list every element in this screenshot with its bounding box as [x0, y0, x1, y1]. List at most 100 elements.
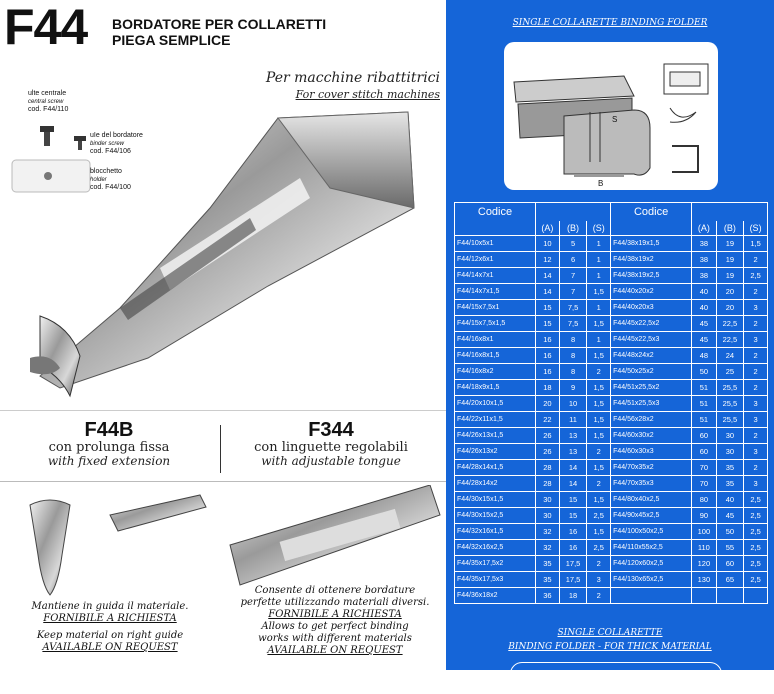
table-cell: 16 [558, 539, 588, 556]
table-cell: F44/16x8x1 [454, 331, 536, 348]
table-cell: 26 [535, 427, 560, 444]
table-cell: 1 [586, 251, 612, 268]
table-cell: 10 [558, 395, 588, 412]
table-cell: 11 [558, 411, 588, 428]
table-cell: F44/30x15x1,5 [454, 491, 536, 508]
table-cell: 17,5 [558, 571, 588, 588]
table-cell: F44/70x35x3 [610, 475, 693, 492]
table-cell: F44/120x60x2,5 [610, 555, 693, 572]
table-cell: 1,5 [586, 347, 612, 364]
table-cell: 45 [691, 331, 717, 348]
table-cell: 38 [691, 235, 717, 252]
table-cell: F44/35x17,5x2 [454, 555, 536, 572]
table-cell: 16 [535, 347, 560, 364]
table-cell: F44/15x7,5x1,5 [454, 315, 536, 332]
table-cell: 19 [715, 235, 745, 252]
table-cell: 7 [558, 283, 588, 300]
table-cell: 2,5 [586, 507, 612, 524]
table-cell: 2,5 [743, 491, 768, 508]
table-cell: 100 [691, 523, 717, 540]
table-cell: 26 [535, 443, 560, 460]
table-cell: F44/45x22,5x2 [610, 315, 693, 332]
table-cell: F44/36x18x2 [454, 587, 536, 604]
table-cell: 12 [535, 251, 560, 268]
technical-diagram: S B [504, 42, 718, 190]
bottom-diagram-box [510, 662, 722, 694]
table-cell: 15 [558, 507, 588, 524]
table-cell: 60 [715, 555, 745, 572]
table-cell: 30 [535, 491, 560, 508]
table-cell: F44/38x19x2,5 [610, 267, 693, 284]
table-cell: 7,5 [558, 299, 588, 316]
table-cell: 8 [558, 331, 588, 348]
table-cell: 1 [586, 299, 612, 316]
table-cell: 1 [586, 267, 612, 284]
table-cell: F44/20x10x1,5 [454, 395, 536, 412]
table-cell: 2 [743, 379, 768, 396]
variants-section: F44B con prolunga fissa with fixed exten… [0, 410, 446, 671]
table-cell: 2 [586, 475, 612, 492]
table-cell: F44/60x30x3 [610, 443, 693, 460]
table-cell: 28 [535, 475, 560, 492]
table-cell [715, 587, 745, 604]
table-cell: 120 [691, 555, 717, 572]
table-cell: 50 [715, 523, 745, 540]
table-cell: F44/40x20x3 [610, 299, 693, 316]
table-cell: 1,5 [586, 459, 612, 476]
table-cell: 30 [715, 443, 745, 460]
table-cell: 15 [535, 315, 560, 332]
table-cell: 1,5 [586, 427, 612, 444]
table-cell: 20 [535, 395, 560, 412]
product-code: F44 [4, 0, 88, 55]
table-cell: 15 [558, 491, 588, 508]
table-cell: 13 [558, 427, 588, 444]
table-cell: 16 [558, 523, 588, 540]
table-cell: F44/51x25,5x3 [610, 395, 693, 412]
size-table: Codice Codice (A)(B)(S) (A)(B)(S) F44/10… [454, 202, 768, 604]
table-cell: 3 [743, 331, 768, 348]
svg-text:B: B [598, 179, 603, 188]
table-cell: 45 [691, 315, 717, 332]
table-cell: F44/56x28x2 [610, 411, 693, 428]
table-cell: 2,5 [586, 539, 612, 556]
table-cell: F44/26x13x2 [454, 443, 536, 460]
machine-type-it: Per macchine ribattitrici [265, 70, 440, 86]
table-cell: F44/22x11x1,5 [454, 411, 536, 428]
table-cell: F44/35x17,5x3 [454, 571, 536, 588]
table-cell: 1,5 [586, 411, 612, 428]
table-cell: 2 [743, 363, 768, 380]
table-cell: F44/60x30x2 [610, 427, 693, 444]
table-cell: F44/50x25x2 [610, 363, 693, 380]
table-cell: 22 [535, 411, 560, 428]
table-cell: 1,5 [586, 395, 612, 412]
panel-heading: SINGLE COLLARETTE BINDING FOLDER [512, 18, 708, 28]
table-cell: F44/14x7x1 [454, 267, 536, 284]
table-cell: 3 [586, 571, 612, 588]
table-cell [691, 587, 717, 604]
table-cell: 32 [535, 523, 560, 540]
table-cell: 2 [743, 459, 768, 476]
table-cell: F44/28x14x1,5 [454, 459, 536, 476]
table-cell: 40 [715, 491, 745, 508]
table-cell: 40 [691, 299, 717, 316]
table-cell: 70 [691, 459, 717, 476]
table-cell: 130 [691, 571, 717, 588]
spec-panel: SINGLE COLLARETTE BINDING FOLDER S B Cod… [446, 0, 774, 694]
table-cell: 2 [586, 443, 612, 460]
table-cell: 2 [743, 427, 768, 444]
table-cell: 110 [691, 539, 717, 556]
